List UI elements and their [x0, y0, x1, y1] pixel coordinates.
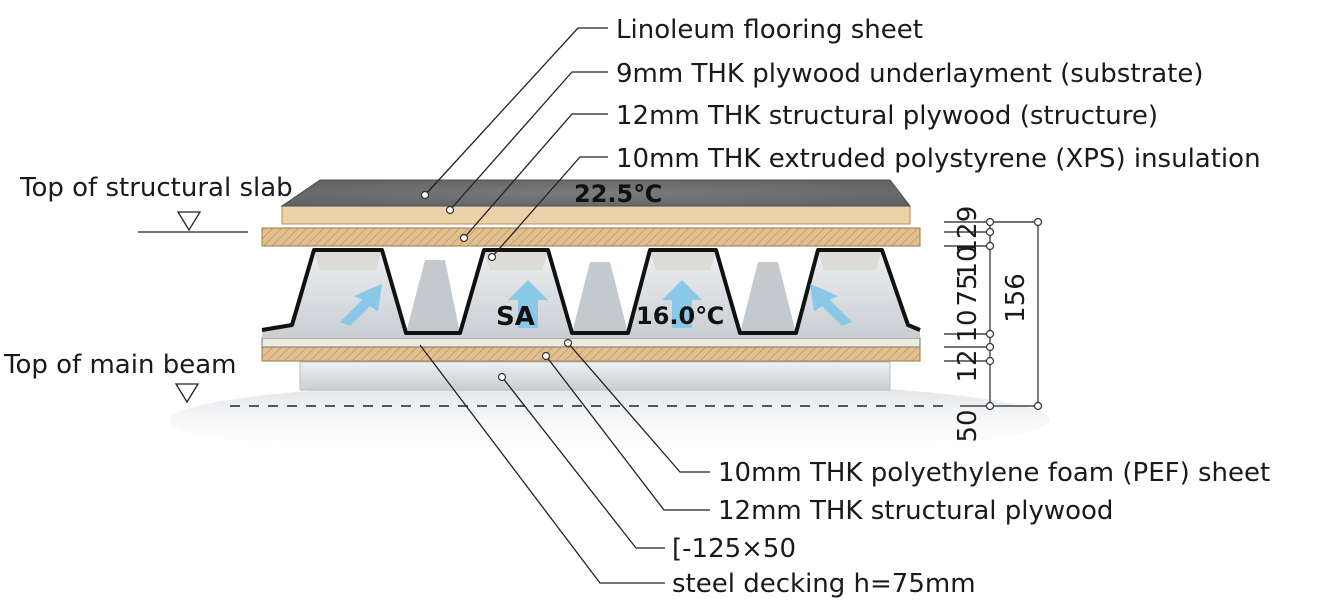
- dim-10-bottom: 10: [953, 309, 983, 342]
- beam-level-triangle: [174, 383, 200, 404]
- temperature-top: 22.5℃: [574, 180, 662, 208]
- slab-reference: Top of structural slab: [19, 173, 293, 233]
- bottom-plywood: [261, 346, 921, 362]
- leader-dots: [420, 190, 573, 382]
- ground-shadow: [170, 380, 1050, 460]
- callout-bottom-plywood: 12mm THK structural plywood: [718, 496, 1113, 526]
- dim-12-top: 12: [953, 222, 983, 255]
- structural-plywood: [261, 227, 921, 247]
- steel-channel: [299, 361, 891, 391]
- callout-linoleum: Linoleum flooring sheet: [616, 15, 923, 45]
- slab-reference-label: Top of structural slab: [19, 173, 293, 203]
- dim-50: 50: [953, 409, 983, 442]
- dim-12-bottom: 12: [953, 349, 983, 382]
- callout-leaders: [419, 27, 710, 584]
- supply-air-arrows: [340, 280, 852, 328]
- callout-underlayment: 9mm THK plywood underlayment (substrate): [616, 59, 1204, 89]
- callout-pef: 10mm THK polyethylene foam (PEF) sheet: [718, 458, 1270, 488]
- callout-xps: 10mm THK extruded polystyrene (XPS) insu…: [616, 144, 1261, 174]
- beam-reference: Top of main beam: [3, 350, 950, 407]
- steel-decking: [261, 248, 921, 338]
- supply-air-label: SA: [496, 302, 535, 332]
- beam-reference-label: Top of main beam: [3, 350, 236, 380]
- temperature-mid: 16.0℃: [636, 302, 724, 330]
- callout-structural-plywood: 12mm THK structural plywood (structure): [616, 101, 1158, 131]
- slab-level-triangle: [176, 211, 202, 232]
- dim-total-156: 156: [1001, 273, 1031, 323]
- callout-channel: [-125×50: [672, 534, 796, 564]
- dim-75: 75: [953, 273, 983, 306]
- dimension-dots: [985, 217, 1043, 411]
- dim-9: 9: [953, 206, 983, 223]
- pef-sheet: [261, 337, 921, 348]
- linoleum-sheet: [280, 179, 912, 207]
- callout-decking: steel decking h=75mm: [672, 569, 976, 599]
- dim-10-top: 10: [953, 245, 983, 278]
- plywood-underlayment: [281, 205, 911, 225]
